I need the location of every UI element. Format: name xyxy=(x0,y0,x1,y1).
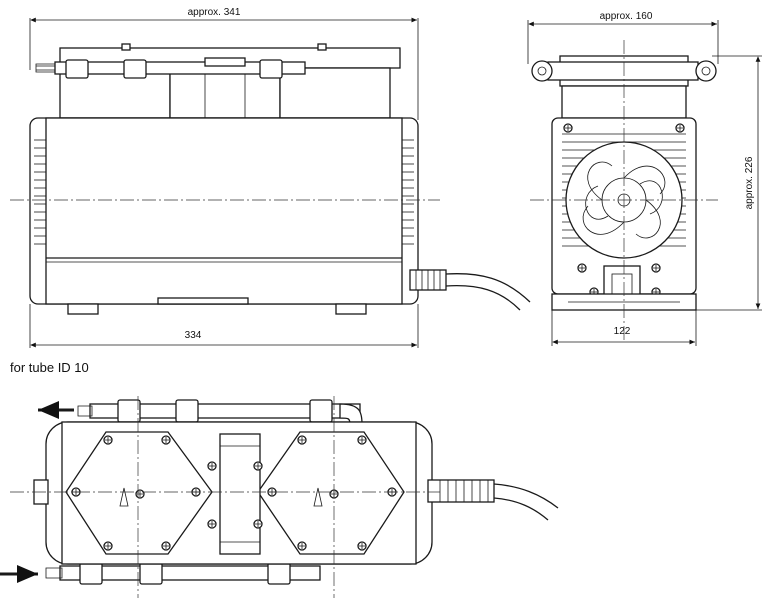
dimension-front-width-base: 334 xyxy=(29,304,419,348)
dimension-side-width-approx: approx. 160 xyxy=(527,11,719,64)
cable-gland-top xyxy=(427,479,559,521)
bolt-icon xyxy=(675,123,685,133)
pump-head-right xyxy=(279,67,391,119)
top-view: for tube ID 10 xyxy=(0,360,559,598)
bolt-icon xyxy=(207,519,217,529)
valve-marker-left xyxy=(119,487,129,507)
port-left xyxy=(531,60,553,82)
dimension-side-width-base: 122 xyxy=(551,310,697,346)
bolt-icon xyxy=(253,461,263,471)
bolt-icon xyxy=(207,461,217,471)
tube-note: for tube ID 10 xyxy=(10,360,89,375)
fitting-front-1 xyxy=(65,59,89,79)
cable-gland-front xyxy=(409,269,531,311)
outlet-hose-barb xyxy=(77,405,93,417)
dim-label-226: approx. 226 xyxy=(744,156,755,209)
dim-label-122: 122 xyxy=(614,326,631,337)
bolt-icon xyxy=(357,435,367,445)
fitting-front-3 xyxy=(259,59,283,79)
bolt-icon xyxy=(103,541,113,551)
cooling-fins-right xyxy=(402,139,414,245)
center-block xyxy=(219,433,261,555)
bolt-icon xyxy=(161,435,171,445)
bolt-icon xyxy=(651,263,661,273)
cooling-fins-left xyxy=(34,139,46,245)
bolt-icon xyxy=(103,435,113,445)
bolt-icon xyxy=(253,519,263,529)
bolt-icon xyxy=(297,541,307,551)
bolt-icon xyxy=(577,263,587,273)
bolt-icon xyxy=(135,489,145,499)
fitting-front-2 xyxy=(123,59,147,79)
dimension-front-width-approx: approx. 341 xyxy=(29,7,419,120)
inlet-hose-barb xyxy=(45,567,63,579)
hose-barb-front xyxy=(35,63,56,73)
inlet-tube xyxy=(59,565,321,581)
bolt-icon xyxy=(161,541,171,551)
dimension-side-height-approx: approx. 226 xyxy=(696,55,762,311)
dim-label-341: approx. 341 xyxy=(188,7,241,18)
bolt-icon xyxy=(357,541,367,551)
dim-label-334: 334 xyxy=(185,330,202,341)
foot-right xyxy=(335,303,367,315)
side-view: approx. 160 xyxy=(527,11,762,346)
valve-marker-right xyxy=(313,487,323,507)
foot-left xyxy=(67,303,99,315)
port-right xyxy=(695,60,717,82)
dim-label-160: approx. 160 xyxy=(600,11,653,22)
bolt-icon xyxy=(297,435,307,445)
front-view: approx. 341 xyxy=(10,7,531,348)
bolt-icon xyxy=(563,123,573,133)
